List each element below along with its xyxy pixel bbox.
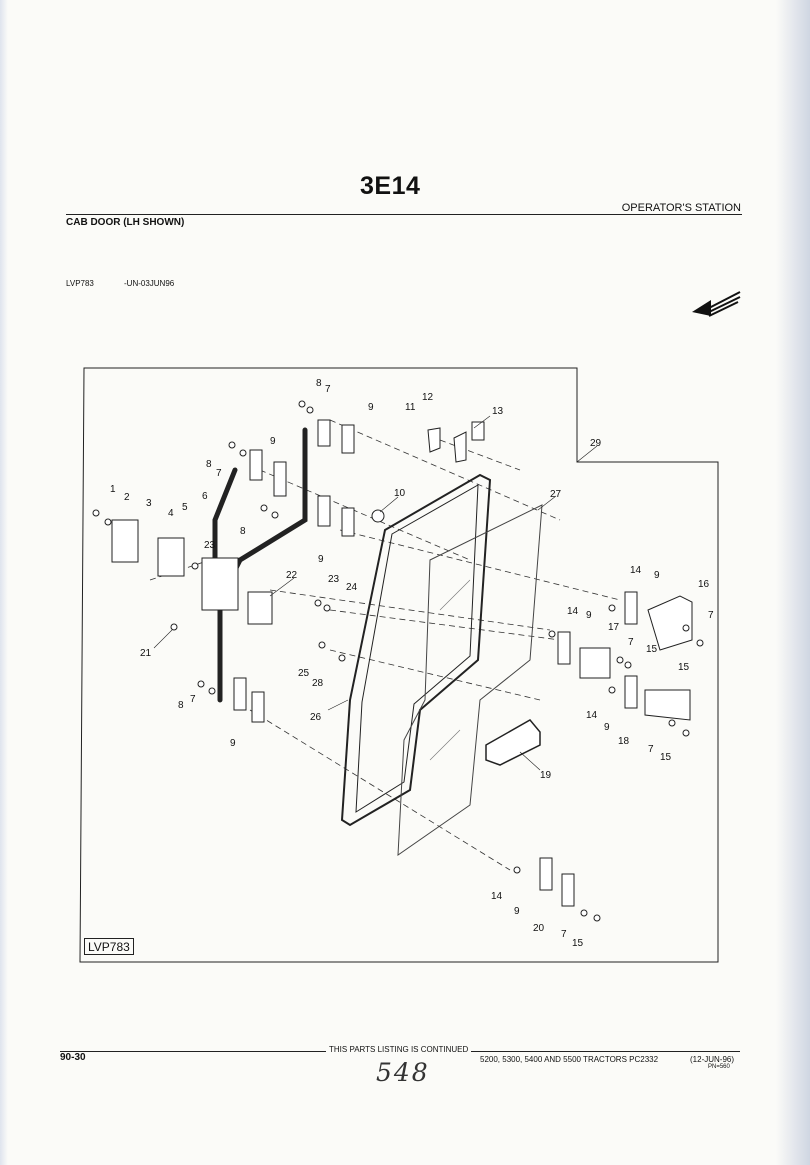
latch-striker bbox=[427, 427, 467, 463]
callout-14b: 14 bbox=[567, 606, 579, 617]
latch-plate bbox=[157, 537, 185, 577]
handle-bar bbox=[212, 427, 308, 703]
callout-19: 19 bbox=[540, 770, 552, 781]
latch-body bbox=[201, 557, 239, 611]
figure-subtitle: CAB DOOR (LH SHOWN) bbox=[66, 217, 185, 228]
callout-18: 18 bbox=[618, 736, 630, 747]
callout-9d: 9 bbox=[654, 570, 660, 581]
callout-27: 27 bbox=[550, 489, 562, 500]
callout-15d: 15 bbox=[572, 938, 584, 949]
callout-15c: 15 bbox=[660, 752, 672, 763]
callout-23: 23 bbox=[204, 540, 216, 551]
callout-16: 16 bbox=[698, 579, 710, 590]
callout-21: 21 bbox=[140, 648, 152, 659]
direction-arrow-icon bbox=[692, 291, 741, 317]
callout-7: 7 bbox=[325, 384, 331, 395]
callout-7f: 7 bbox=[648, 744, 654, 755]
callout-9g: 9 bbox=[230, 738, 236, 749]
callout-3: 3 bbox=[146, 498, 152, 509]
figure-tag: LVP783 bbox=[84, 938, 134, 955]
callout-15b: 15 bbox=[678, 662, 690, 673]
hinge-18 bbox=[644, 689, 691, 721]
callout-7g: 7 bbox=[561, 929, 567, 940]
callout-10: 10 bbox=[394, 488, 406, 499]
bumper-10 bbox=[371, 509, 385, 523]
callout-24: 24 bbox=[346, 582, 358, 593]
callout-9: 9 bbox=[368, 402, 374, 413]
illustration-date: -UN-03JUN96 bbox=[124, 279, 175, 288]
callout-9c: 9 bbox=[318, 554, 324, 565]
callout-2: 2 bbox=[124, 492, 130, 503]
callout-11: 11 bbox=[405, 402, 416, 413]
scan-edge-right bbox=[776, 0, 810, 1165]
callout-7c: 7 bbox=[708, 610, 714, 621]
model-list: 5200, 5300, 5400 AND 5500 TRACTORS PC233… bbox=[480, 1055, 659, 1064]
callout-29: 29 bbox=[590, 438, 602, 449]
page-title: 3E14 bbox=[360, 172, 421, 200]
revision-date: (12-JUN-96) bbox=[690, 1055, 735, 1064]
callout-12: 12 bbox=[422, 392, 434, 403]
callout-17: 17 bbox=[608, 622, 620, 633]
callout-23b: 23 bbox=[328, 574, 340, 585]
page-number: 90-30 bbox=[60, 1052, 86, 1063]
fasteners bbox=[92, 400, 704, 922]
callout-7d: 7 bbox=[628, 637, 634, 648]
hinge-plates bbox=[233, 419, 638, 907]
callout-9b: 9 bbox=[270, 436, 276, 447]
callout-9e: 9 bbox=[586, 610, 592, 621]
callout-8b: 8 bbox=[206, 459, 212, 470]
callout-13: 13 bbox=[492, 406, 504, 417]
callout-1: 1 bbox=[110, 484, 116, 495]
callout-22: 22 bbox=[286, 570, 298, 581]
grab-handle bbox=[485, 719, 541, 766]
callout-28: 28 bbox=[312, 678, 324, 689]
scan-edge-left bbox=[0, 0, 8, 1165]
plate-22 bbox=[247, 591, 273, 625]
figure-frame bbox=[79, 367, 719, 963]
callout-14d: 14 bbox=[491, 891, 503, 902]
callout-20: 20 bbox=[533, 923, 545, 934]
callout-4: 4 bbox=[168, 508, 174, 519]
callout-9h: 9 bbox=[514, 906, 520, 917]
callout-9f: 9 bbox=[604, 722, 610, 733]
handwritten-number: 548 bbox=[376, 1058, 430, 1087]
door-glass bbox=[397, 504, 543, 856]
bracket-3 bbox=[111, 519, 139, 563]
callout-15: 15 bbox=[646, 644, 658, 655]
section-name: OPERATOR'S STATION bbox=[621, 202, 741, 214]
callout-7e: 7 bbox=[190, 694, 196, 705]
callout-6: 6 bbox=[202, 491, 208, 502]
callout-14c: 14 bbox=[586, 710, 598, 721]
illustration-ref: LVP783 bbox=[66, 279, 94, 288]
callout-8c: 8 bbox=[240, 526, 246, 537]
continued-notice: THIS PARTS LISTING IS CONTINUED bbox=[326, 1045, 472, 1054]
callout-8: 8 bbox=[316, 378, 322, 389]
callout-14: 14 bbox=[630, 565, 642, 576]
callout-7b: 7 bbox=[216, 468, 222, 479]
pn-number: PN=560 bbox=[708, 1064, 730, 1070]
door-frame-seal bbox=[340, 473, 492, 827]
hinge-16 bbox=[647, 595, 693, 651]
callout-5: 5 bbox=[182, 502, 188, 513]
assembly-lines bbox=[149, 419, 621, 871]
header-rule bbox=[66, 214, 742, 215]
hinge-pin-17 bbox=[579, 647, 611, 679]
callout-26: 26 bbox=[310, 712, 322, 723]
leader-lines bbox=[153, 415, 598, 771]
callout-numbers: 8 7 9 12 11 13 29 9 8 7 10 27 1 2 3 6 4 … bbox=[110, 378, 714, 949]
callout-25: 25 bbox=[298, 668, 310, 679]
callout-8d: 8 bbox=[178, 700, 184, 711]
